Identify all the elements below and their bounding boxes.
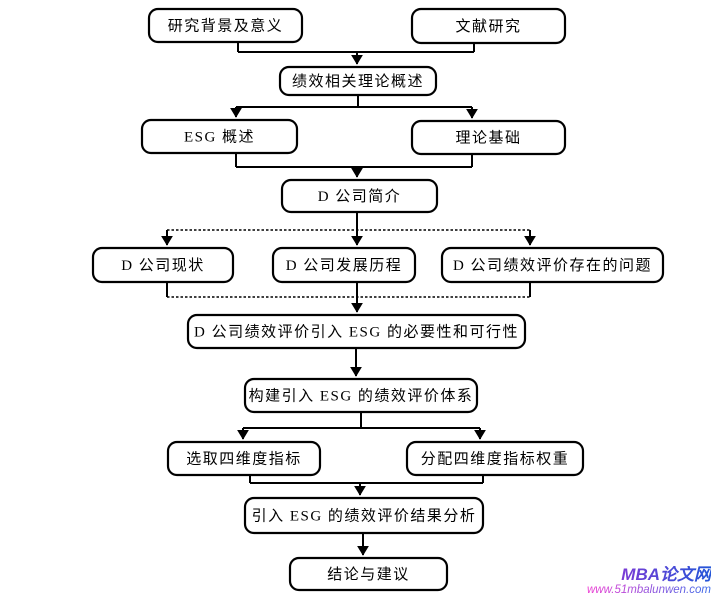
node-literature-research: 文献研究 xyxy=(410,7,567,45)
node-label: 理论基础 xyxy=(455,130,521,147)
node-theory-basis: 理论基础 xyxy=(410,119,567,156)
node-select-indicators: 选取四维度指标 xyxy=(166,440,322,477)
node-label: 绩效相关理论概述 xyxy=(292,73,424,90)
node-label: D 公司绩效评价引入 ESG 的必要性和可行性 xyxy=(194,324,519,341)
node-label: D 公司绩效评价存在的问题 xyxy=(453,257,652,274)
node-label: 引入 ESG 的绩效评价结果分析 xyxy=(252,508,477,525)
node-assign-weights: 分配四维度指标权重 xyxy=(405,440,585,477)
node-label: 研究背景及意义 xyxy=(168,17,284,35)
connectors xyxy=(161,42,536,556)
watermark-url: www.51mbalunwen.com xyxy=(586,584,711,597)
node-d-company-intro: D 公司简介 xyxy=(280,178,439,214)
node-label: D 公司发展历程 xyxy=(286,257,403,274)
watermark: MBA论文网 www.51mbalunwen.com xyxy=(586,565,711,597)
node-label: D 公司简介 xyxy=(318,188,402,205)
node-conclusion: 结论与建议 xyxy=(288,556,449,592)
node-d-company-history: D 公司发展历程 xyxy=(271,246,417,284)
watermark-brand: MBA论文网 xyxy=(587,565,711,584)
node-label: ESG 概述 xyxy=(184,129,255,146)
node-label: 文献研究 xyxy=(455,18,521,35)
node-label: 结论与建议 xyxy=(327,566,410,583)
node-label: 分配四维度指标权重 xyxy=(421,451,570,468)
node-esg-overview: ESG 概述 xyxy=(140,118,299,155)
node-label: D 公司现状 xyxy=(121,257,205,274)
node-performance-theory: 绩效相关理论概述 xyxy=(278,65,438,97)
node-result-analysis: 引入 ESG 的绩效评价结果分析 xyxy=(243,496,485,535)
node-research-background: 研究背景及意义 xyxy=(147,7,304,44)
node-label: 构建引入 ESG 的绩效评价体系 xyxy=(249,388,474,405)
node-d-company-status: D 公司现状 xyxy=(91,246,235,284)
node-label: 选取四维度指标 xyxy=(186,451,302,468)
node-d-company-problems: D 公司绩效评价存在的问题 xyxy=(440,246,665,284)
nodes: 研究背景及意义 文献研究 绩效相关理论概述 ESG 概述 理论基础 D 公司简介 xyxy=(91,7,665,592)
node-build-system: 构建引入 ESG 的绩效评价体系 xyxy=(243,377,479,414)
node-necessity-feasibility: D 公司绩效评价引入 ESG 的必要性和可行性 xyxy=(186,313,527,350)
